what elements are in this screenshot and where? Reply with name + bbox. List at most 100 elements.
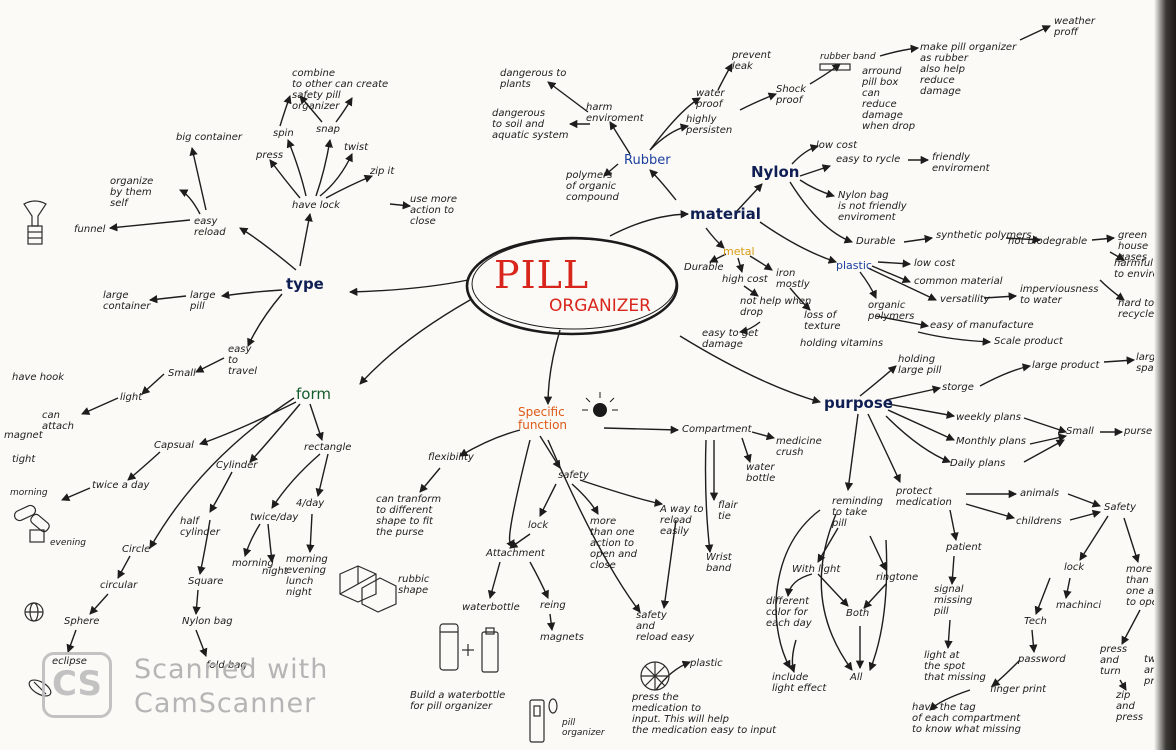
node-zip-it: zip it	[370, 166, 395, 177]
node-cylinder: Cylinder	[216, 460, 258, 471]
node-ring: reing	[540, 600, 566, 611]
node-signal-missing: signal missing pill	[934, 584, 973, 617]
node-finger-print: finger print	[990, 684, 1047, 695]
node-form: form	[296, 385, 331, 403]
node-water-bottle: water bottle	[746, 462, 776, 484]
node-spin: spin	[273, 128, 294, 139]
capsule-sketch	[13, 504, 50, 543]
node-synthetic-polymers: synthetic polymers	[936, 230, 1032, 241]
node-medicine-crush: medicine crush	[776, 436, 822, 458]
node-harmful-env: harmful to enviromen	[1114, 258, 1176, 280]
node-half-cylinder: half cylinder	[180, 516, 220, 538]
node-easy-damage: easy to get damage	[702, 328, 759, 350]
node-square: Square	[188, 576, 224, 587]
node-have-hook: have hook	[12, 372, 65, 383]
node-nylon-bag-not: Nylon bag is not friendly enviroment	[838, 190, 907, 223]
node-plastic: plastic	[836, 259, 872, 272]
node-magnet: magnet	[4, 430, 43, 441]
node-not-biodegrable: not biodegrable	[1008, 236, 1088, 247]
node-dangerous-plants: dangerous to plants	[500, 68, 567, 90]
node-night: night	[262, 566, 288, 577]
node-machinci: machinci	[1056, 600, 1102, 611]
node-morning-evening: morning evening lunch night	[286, 554, 328, 598]
node-green-house: green house gases	[1118, 230, 1149, 263]
node-evening: evening	[50, 538, 87, 548]
node-water-proof: water proof	[696, 88, 725, 110]
watermark-line2: CamScanner	[134, 688, 317, 719]
node-purse: purse	[1124, 426, 1153, 437]
node-versatility: versatility	[940, 294, 990, 305]
node-danger-soil: dangerous to soil and aquatic system	[492, 108, 569, 141]
node-attachment: Attachment	[486, 548, 545, 559]
node-monthly-plans: Monthly plans	[956, 436, 1027, 447]
node-material: material	[690, 205, 761, 223]
node-large-product: large product	[1032, 360, 1100, 371]
node-holding-vitamins: holding vitamins	[800, 338, 884, 349]
node-specific-function: Specific function	[518, 405, 568, 432]
node-circle: Circle	[122, 544, 151, 555]
node-twice-day: twice/day	[250, 512, 299, 523]
node-both: Both	[846, 608, 870, 619]
node-magnets: magnets	[540, 632, 584, 643]
node-have-tag: have the tag of each compartment to know…	[912, 702, 1021, 735]
central-title-line2: ORGANIZER	[549, 296, 651, 316]
node-password: password	[1018, 654, 1066, 665]
node-not-help-drop: not help when drop	[740, 296, 812, 318]
sphere-sketch	[24, 602, 44, 622]
node-friendly-env: friendly enviroment	[932, 152, 990, 174]
node-highly-persistent: highly persisten	[686, 114, 733, 136]
node-safety-func: safety	[558, 470, 589, 481]
node-safety-purpose: Safety	[1104, 502, 1136, 513]
node-funnel: funnel	[74, 224, 106, 235]
node-large-container: large container	[103, 290, 151, 312]
node-scale-product: Scale product	[994, 336, 1063, 347]
node-small-type: Small	[168, 368, 196, 379]
node-prevent-leak: prevent leak	[732, 50, 771, 72]
central-title-line1: PILL	[494, 253, 590, 297]
node-shock-proof: Shock proof	[776, 84, 807, 106]
node-use-more-action: use more action to close	[410, 194, 458, 227]
node-bottom-bag: fold bag	[206, 660, 247, 671]
node-morning2: morning	[232, 558, 274, 569]
node-more-than-one-func: more than one action to open and close	[590, 516, 637, 571]
waterbottle-sketch	[439, 623, 558, 743]
node-rubic-shape: rubbic shape	[398, 574, 430, 596]
node-press: press	[256, 150, 284, 161]
node-weather-proof: weather proff	[1054, 16, 1095, 38]
page-edge-shadow	[1154, 0, 1176, 750]
node-imperviousness: imperviousness to water	[1020, 284, 1099, 306]
node-nylon: Nylon	[751, 163, 800, 181]
node-with-light: With light	[792, 564, 841, 575]
node-twist: twist	[344, 142, 369, 153]
node-durable-nylon: Durable	[856, 236, 896, 247]
node-tech: Tech	[1024, 616, 1047, 627]
node-childrens: childrens	[1016, 516, 1062, 527]
node-organize: organize by them self	[110, 176, 154, 209]
node-animals: animals	[1020, 488, 1060, 499]
node-reminding: reminding to take pill	[832, 496, 883, 529]
node-pill-organizer-small: pill organizer	[562, 718, 605, 738]
node-purpose: purpose	[824, 394, 893, 412]
node-lock-purpose: lock	[1064, 562, 1085, 573]
node-compartment: Compartment	[682, 424, 752, 435]
node-wrist-band: Wrist band	[706, 552, 732, 574]
node-eclipse: eclipse	[52, 656, 87, 667]
node-easy-manufacture: easy of manufacture	[930, 320, 1034, 331]
node-light: light	[120, 392, 143, 403]
node-plastic-small: plastic	[690, 658, 723, 669]
node-lock-func: lock	[528, 520, 549, 531]
node-light-spot: light at the spot that missing	[924, 650, 986, 683]
node-low-cost: low cost	[816, 140, 858, 151]
node-flexibility: flexibility	[428, 452, 474, 463]
round-organizer-sketch	[640, 661, 670, 691]
node-iron-mostly: iron mostly	[776, 268, 810, 290]
node-metal: metal	[723, 245, 755, 258]
node-combine: combine to other can create safety pill …	[292, 68, 389, 112]
node-sphere: Sphere	[64, 616, 100, 627]
node-all: All	[850, 672, 863, 683]
rubber-band-sketch	[819, 63, 851, 71]
node-harm-env: harm enviroment	[586, 102, 644, 124]
watermark-line1: Scanned with	[134, 654, 329, 685]
node-snap: snap	[316, 124, 341, 135]
node-weekly-plans: weekly plans	[956, 412, 1021, 423]
